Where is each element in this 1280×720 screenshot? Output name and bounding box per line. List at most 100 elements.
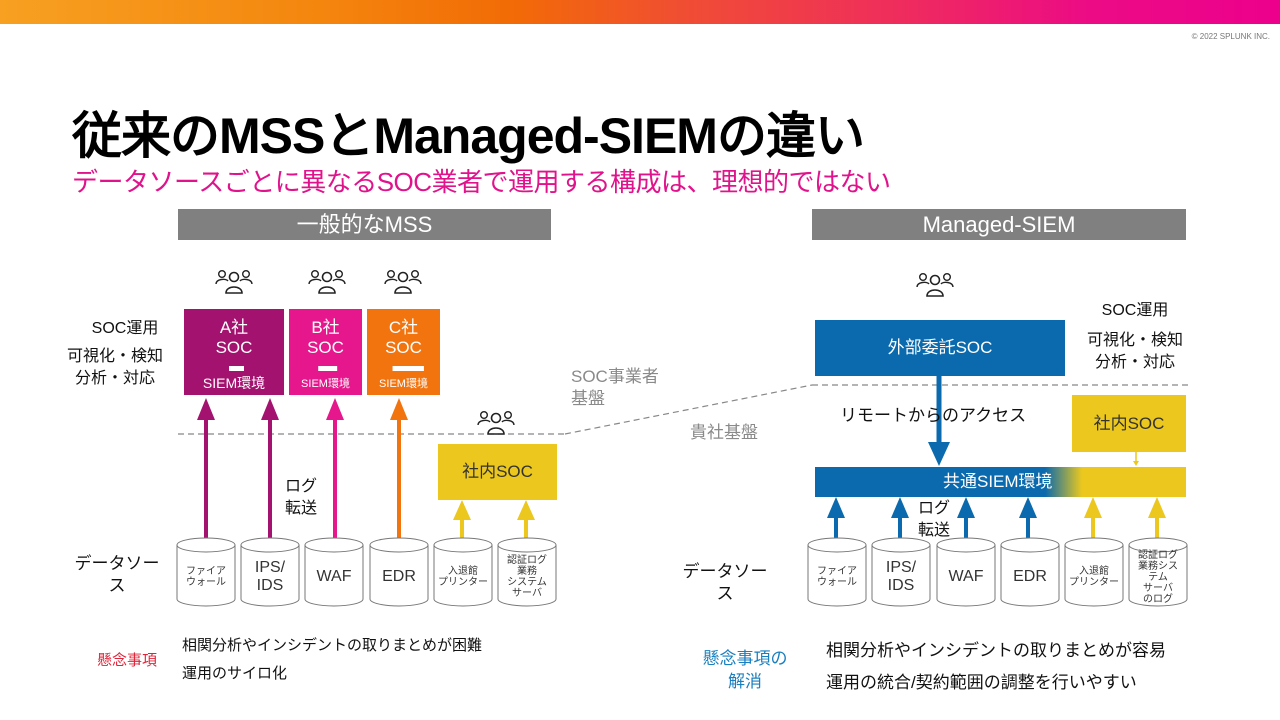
soc-name: B社 <box>311 317 340 337</box>
copyright: © 2022 SPLUNK INC. <box>1191 32 1270 41</box>
data-source-cylinder-top <box>1064 537 1124 553</box>
data-source-label-line: IPS/ <box>254 559 286 576</box>
soc-ops-label-right: SOC運用 <box>1101 302 1169 319</box>
people-icon <box>916 272 954 297</box>
data-source-label-line: 業務 <box>517 566 537 577</box>
log-transfer-line: ログ <box>917 500 950 517</box>
data-source-label-line: WAF <box>948 568 984 585</box>
data-source-label-line: WAF <box>316 568 352 585</box>
concern-resolved-label: 懸念事項の 解消 <box>690 648 800 694</box>
section-header-managed-siem: Managed-SIEM <box>812 209 1186 240</box>
data-source-label: IPS/IDS <box>872 552 930 602</box>
data-source-cylinder <box>304 545 364 607</box>
data-source-label-line: 認証ログ <box>507 555 547 566</box>
concern-item: 相関分析やインシデントの取りまとめが困難 <box>182 637 483 654</box>
in-house-soc-left: 社内SOC <box>438 444 557 500</box>
data-source-label-line: プリンター <box>1069 577 1119 588</box>
data-source-label: ファイアウォール <box>177 552 235 602</box>
log-arrows-right <box>827 497 1166 538</box>
data-source-label-line: IDS <box>256 577 284 594</box>
data-source-cylinder <box>1000 545 1060 607</box>
soc-name: SOC <box>385 337 422 357</box>
data-source-label-right: データソー ス <box>670 561 780 605</box>
soc-box-a: A社 SOC <box>184 309 284 366</box>
data-source-label-line: のログ <box>1143 593 1173 605</box>
data-source-cylinder <box>433 545 493 607</box>
data-source-label-line: テム <box>1148 571 1168 583</box>
data-source-label: 入退館プリンター <box>1065 552 1123 602</box>
remote-access-label: リモートからのアクセス <box>840 406 1027 425</box>
your-base-label: 貴社基盤 <box>690 423 758 442</box>
data-source-label-line: IPS/ <box>885 559 917 576</box>
data-source-cylinder <box>1128 545 1188 607</box>
data-source-cylinder <box>1064 545 1124 607</box>
log-transfer-line: 転送 <box>917 522 950 539</box>
data-source-label: WAF <box>937 552 995 602</box>
data-source-cylinder-top <box>1000 537 1060 553</box>
data-source-label-line: EDR <box>1013 568 1047 585</box>
data-source-cylinder-top <box>1128 537 1188 553</box>
data-source-label: EDR <box>1001 552 1059 602</box>
data-source-cylinder-top <box>936 537 996 553</box>
log-transfer-label-left: ログ 転送 <box>276 476 326 520</box>
soc-box-c: C社 SOC <box>367 309 440 366</box>
data-source-label-line: サーバ <box>1143 582 1173 594</box>
data-source-label-line: データソー <box>74 554 160 573</box>
soc-box-b: B社 SOC <box>289 309 362 366</box>
provider-base-label: SOC事業者 基盤 <box>571 366 659 410</box>
data-source-label-line: 入退館 <box>448 566 478 577</box>
provider-base-line: SOC事業者 <box>571 367 659 386</box>
data-source-cylinder <box>240 545 300 607</box>
data-source-label-line: 認証ログ <box>1138 549 1178 561</box>
data-source-label: ファイアウォール <box>808 552 866 602</box>
page-title: 従来のMSSとManaged-SIEMの違い <box>72 108 865 164</box>
people-icon <box>308 269 346 294</box>
soc-ops-detail-line: 分析・対応 <box>74 370 155 387</box>
concern-list-left: 相関分析やインシデントの取りまとめが困難 運用のサイロ化 <box>182 632 482 688</box>
data-source-cylinder <box>497 545 557 607</box>
data-source-cylinder-top <box>433 537 493 553</box>
siem-env-b: SIEM環境 <box>289 371 362 395</box>
soc-name: A社 <box>219 317 249 337</box>
log-arrows-left <box>197 398 535 538</box>
concern-resolved-line: 解消 <box>728 672 762 692</box>
data-source-label-line: ウォール <box>817 577 857 588</box>
data-source-cylinder-top <box>176 537 236 553</box>
soc-ops-detail-left: 可視化・検知 分析・対応 <box>50 346 180 390</box>
data-source-label-line: ファイア <box>817 566 857 577</box>
concern-item: 運用の統合/契約範囲の調整を行いやすい <box>826 673 1137 692</box>
data-source-label: 認証ログ業務システムサーバ <box>498 552 556 602</box>
brand-gradient-bar <box>0 0 1280 24</box>
soc-ops-detail-line: 分析・対応 <box>1094 354 1175 371</box>
data-source-cylinder-top <box>497 537 557 553</box>
data-source-label-line: データソー <box>682 562 768 581</box>
external-soc-box: 外部委託SOC <box>815 320 1065 376</box>
data-source-label: 認証ログ業務システムサーバのログ <box>1129 549 1187 605</box>
data-source-label-line: サーバ <box>512 588 542 599</box>
data-source-label: IPS/IDS <box>241 552 299 602</box>
siem-env-c: SIEM環境 <box>367 371 440 395</box>
concern-item: 運用のサイロ化 <box>182 665 288 682</box>
soc-ops-detail-right: 可視化・検知 分析・対応 <box>1075 330 1195 374</box>
in-house-soc-right: 社内SOC <box>1072 395 1186 452</box>
data-source-cylinder-top <box>304 537 364 553</box>
data-source-label-line: 業務シス <box>1138 560 1178 572</box>
provider-base-line: 基盤 <box>571 389 605 408</box>
soc-name: SOC <box>307 337 344 357</box>
data-source-cylinder <box>871 545 931 607</box>
concern-list-right: 相関分析やインシデントの取りまとめが容易 運用の統合/契約範囲の調整を行いやすい <box>826 635 1166 699</box>
data-source-label-line: 入退館 <box>1079 566 1109 577</box>
section-header-mss: 一般的なMSS <box>178 209 551 240</box>
soc-ops-detail-line: 可視化・検知 <box>66 348 163 365</box>
soc-ops-detail-line: 可視化・検知 <box>1086 332 1183 349</box>
data-source-label-line: ファイア <box>186 566 226 577</box>
page-subtitle: データソースごとに異なるSOC業者で運用する構成は、理想的ではない <box>72 167 891 197</box>
data-source-cylinder <box>176 545 236 607</box>
log-transfer-line: ログ <box>284 478 317 495</box>
data-source-label-line: システム <box>507 577 547 588</box>
data-source-label: EDR <box>370 552 428 602</box>
data-source-label-line: EDR <box>382 568 416 585</box>
common-siem-label: 共通SIEM環境 <box>943 472 1053 491</box>
siem-env-a: SIEM環境 <box>184 371 284 395</box>
